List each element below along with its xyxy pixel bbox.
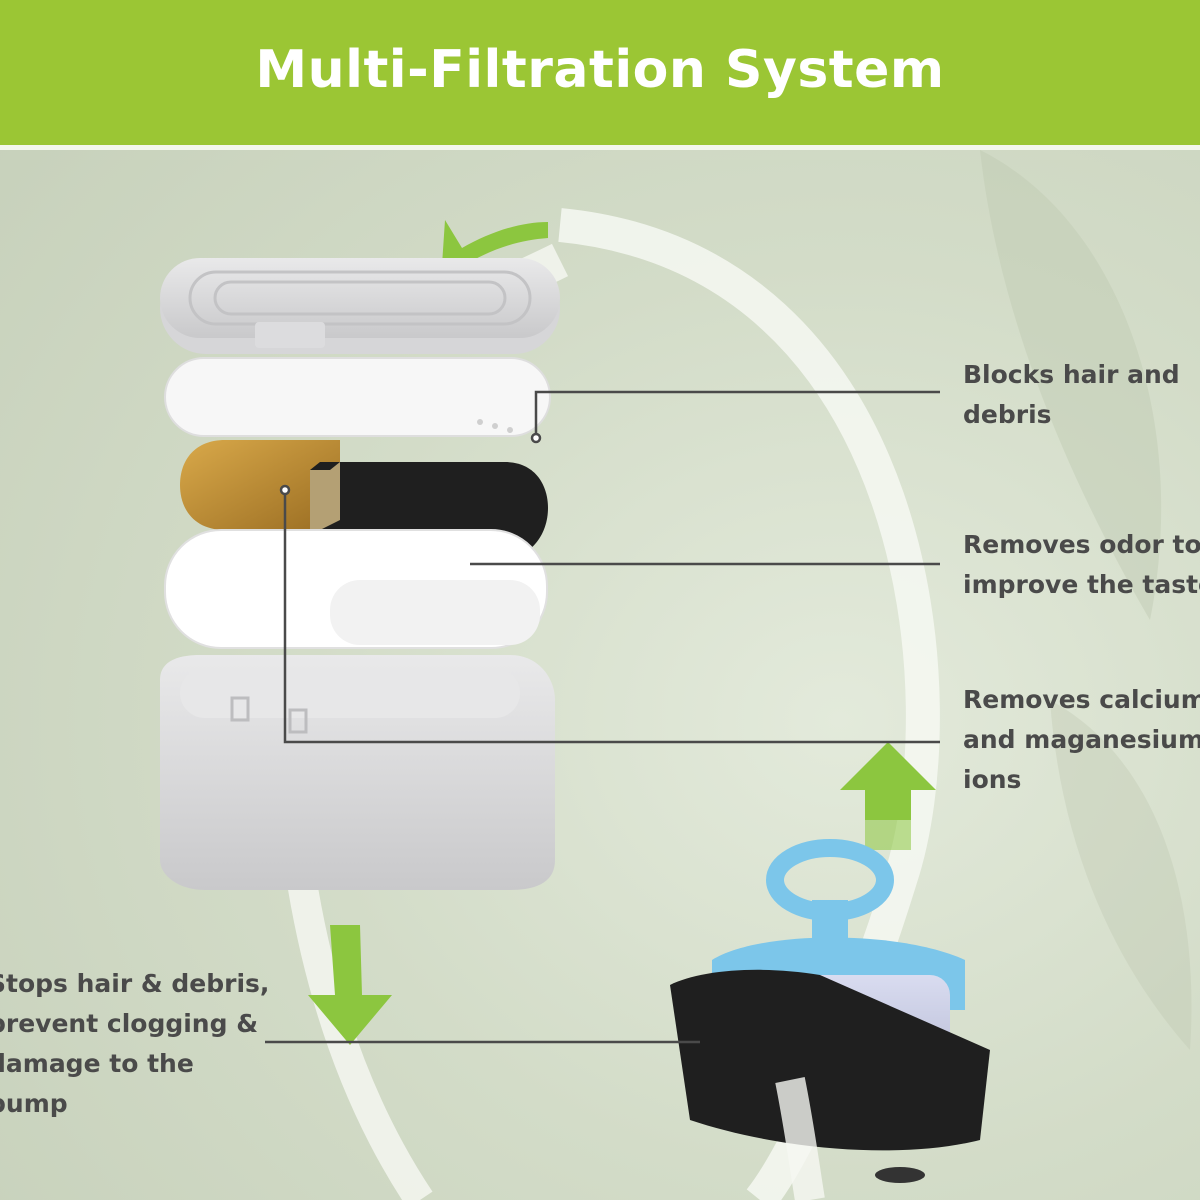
leader-lines xyxy=(265,390,940,1044)
callout-resin: Removes calcium and maganesium ions xyxy=(963,680,1200,800)
pump xyxy=(670,839,990,1200)
flow-down-arrow-icon xyxy=(308,925,392,1045)
callout-text: improve the taste xyxy=(963,570,1200,599)
callout-text: ions xyxy=(963,765,1022,794)
callout-carbon: Removes odor to improve the taste xyxy=(963,525,1200,605)
filter-tray xyxy=(164,529,548,649)
background-leaf xyxy=(1050,700,1192,1050)
header-divider xyxy=(0,145,1200,150)
flow-up-arrow-icon xyxy=(840,742,936,820)
callout-text: Removes odor to xyxy=(963,530,1200,559)
callout-pump-sponge: Stops hair & debris, prevent clogging & … xyxy=(0,964,269,1124)
callout-text: and maganesium xyxy=(963,725,1200,754)
filter-cover xyxy=(160,258,560,354)
filter-housing xyxy=(160,655,555,890)
page-title: Multi-Filtration System xyxy=(255,40,945,100)
callout-cover: Blocks hair and debris xyxy=(963,355,1180,435)
flow-ring xyxy=(285,867,433,1200)
callout-text: Stops hair & debris, xyxy=(0,969,270,998)
background-leaf xyxy=(980,150,1162,620)
callout-text: Removes calcium xyxy=(963,685,1200,714)
mesh-plate xyxy=(164,357,551,437)
header-banner xyxy=(0,0,1200,145)
callout-text: pump xyxy=(0,1089,68,1118)
callout-text: Blocks hair and xyxy=(963,360,1180,389)
callout-text: damage to the xyxy=(0,1049,194,1078)
callout-text: prevent clogging & xyxy=(0,1009,259,1038)
callout-text: debris xyxy=(963,400,1052,429)
